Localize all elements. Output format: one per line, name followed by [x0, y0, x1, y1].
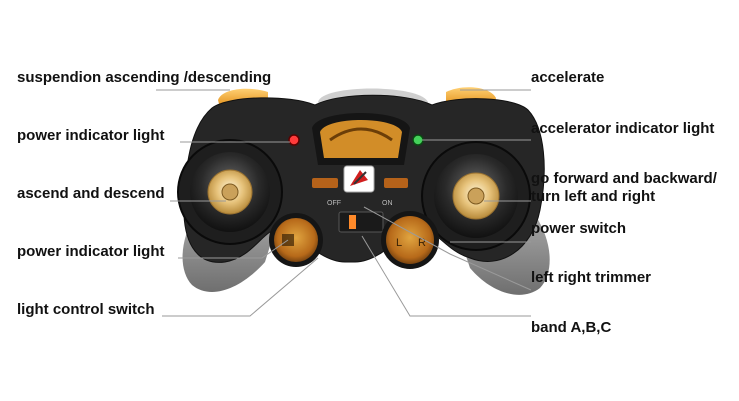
accelerator-indicator-light — [412, 134, 424, 146]
left-joystick[interactable] — [177, 139, 283, 245]
leader-lines — [156, 89, 532, 317]
leader-band — [361, 235, 531, 317]
power-indicator-light — [288, 134, 300, 146]
label-accelerator-indicator-light: accelerator indicator light — [531, 120, 715, 137]
label-accelerate: accelerate — [531, 69, 605, 86]
right-joystick[interactable] — [421, 141, 531, 251]
leader-trimmer — [363, 206, 532, 291]
trimmer-pod[interactable]: L R — [381, 211, 439, 269]
center-gauge — [312, 113, 410, 188]
logo-badge — [343, 165, 375, 193]
trimmer-r-text: R — [418, 237, 426, 249]
label-band-abc: band A,B,C — [531, 319, 612, 336]
label-turn-left-right: turn left and right — [531, 188, 656, 205]
label-power-switch: power switch — [531, 220, 627, 237]
leader-power-light-2 — [178, 239, 289, 259]
label-power-indicator-light-1: power indicator light — [17, 127, 165, 144]
switch-on-text: ON — [382, 200, 393, 207]
label-light-control-switch: light control switch — [17, 301, 155, 318]
label-suspension: suspendion ascending /descending — [17, 69, 272, 86]
leader-light-switch — [162, 257, 319, 317]
label-power-indicator-light-2: power indicator light — [17, 243, 165, 260]
switch-off-text: OFF — [327, 200, 341, 207]
label-ascend-descend: ascend and descend — [17, 185, 165, 202]
label-go-forward-backward: go forward and backward/ — [531, 170, 717, 187]
light-control-pod[interactable] — [269, 213, 323, 267]
trimmer-l-text: L — [396, 237, 402, 249]
power-switch[interactable]: OFF ON — [327, 200, 393, 233]
label-left-right-trimmer: left right trimmer — [531, 269, 652, 286]
